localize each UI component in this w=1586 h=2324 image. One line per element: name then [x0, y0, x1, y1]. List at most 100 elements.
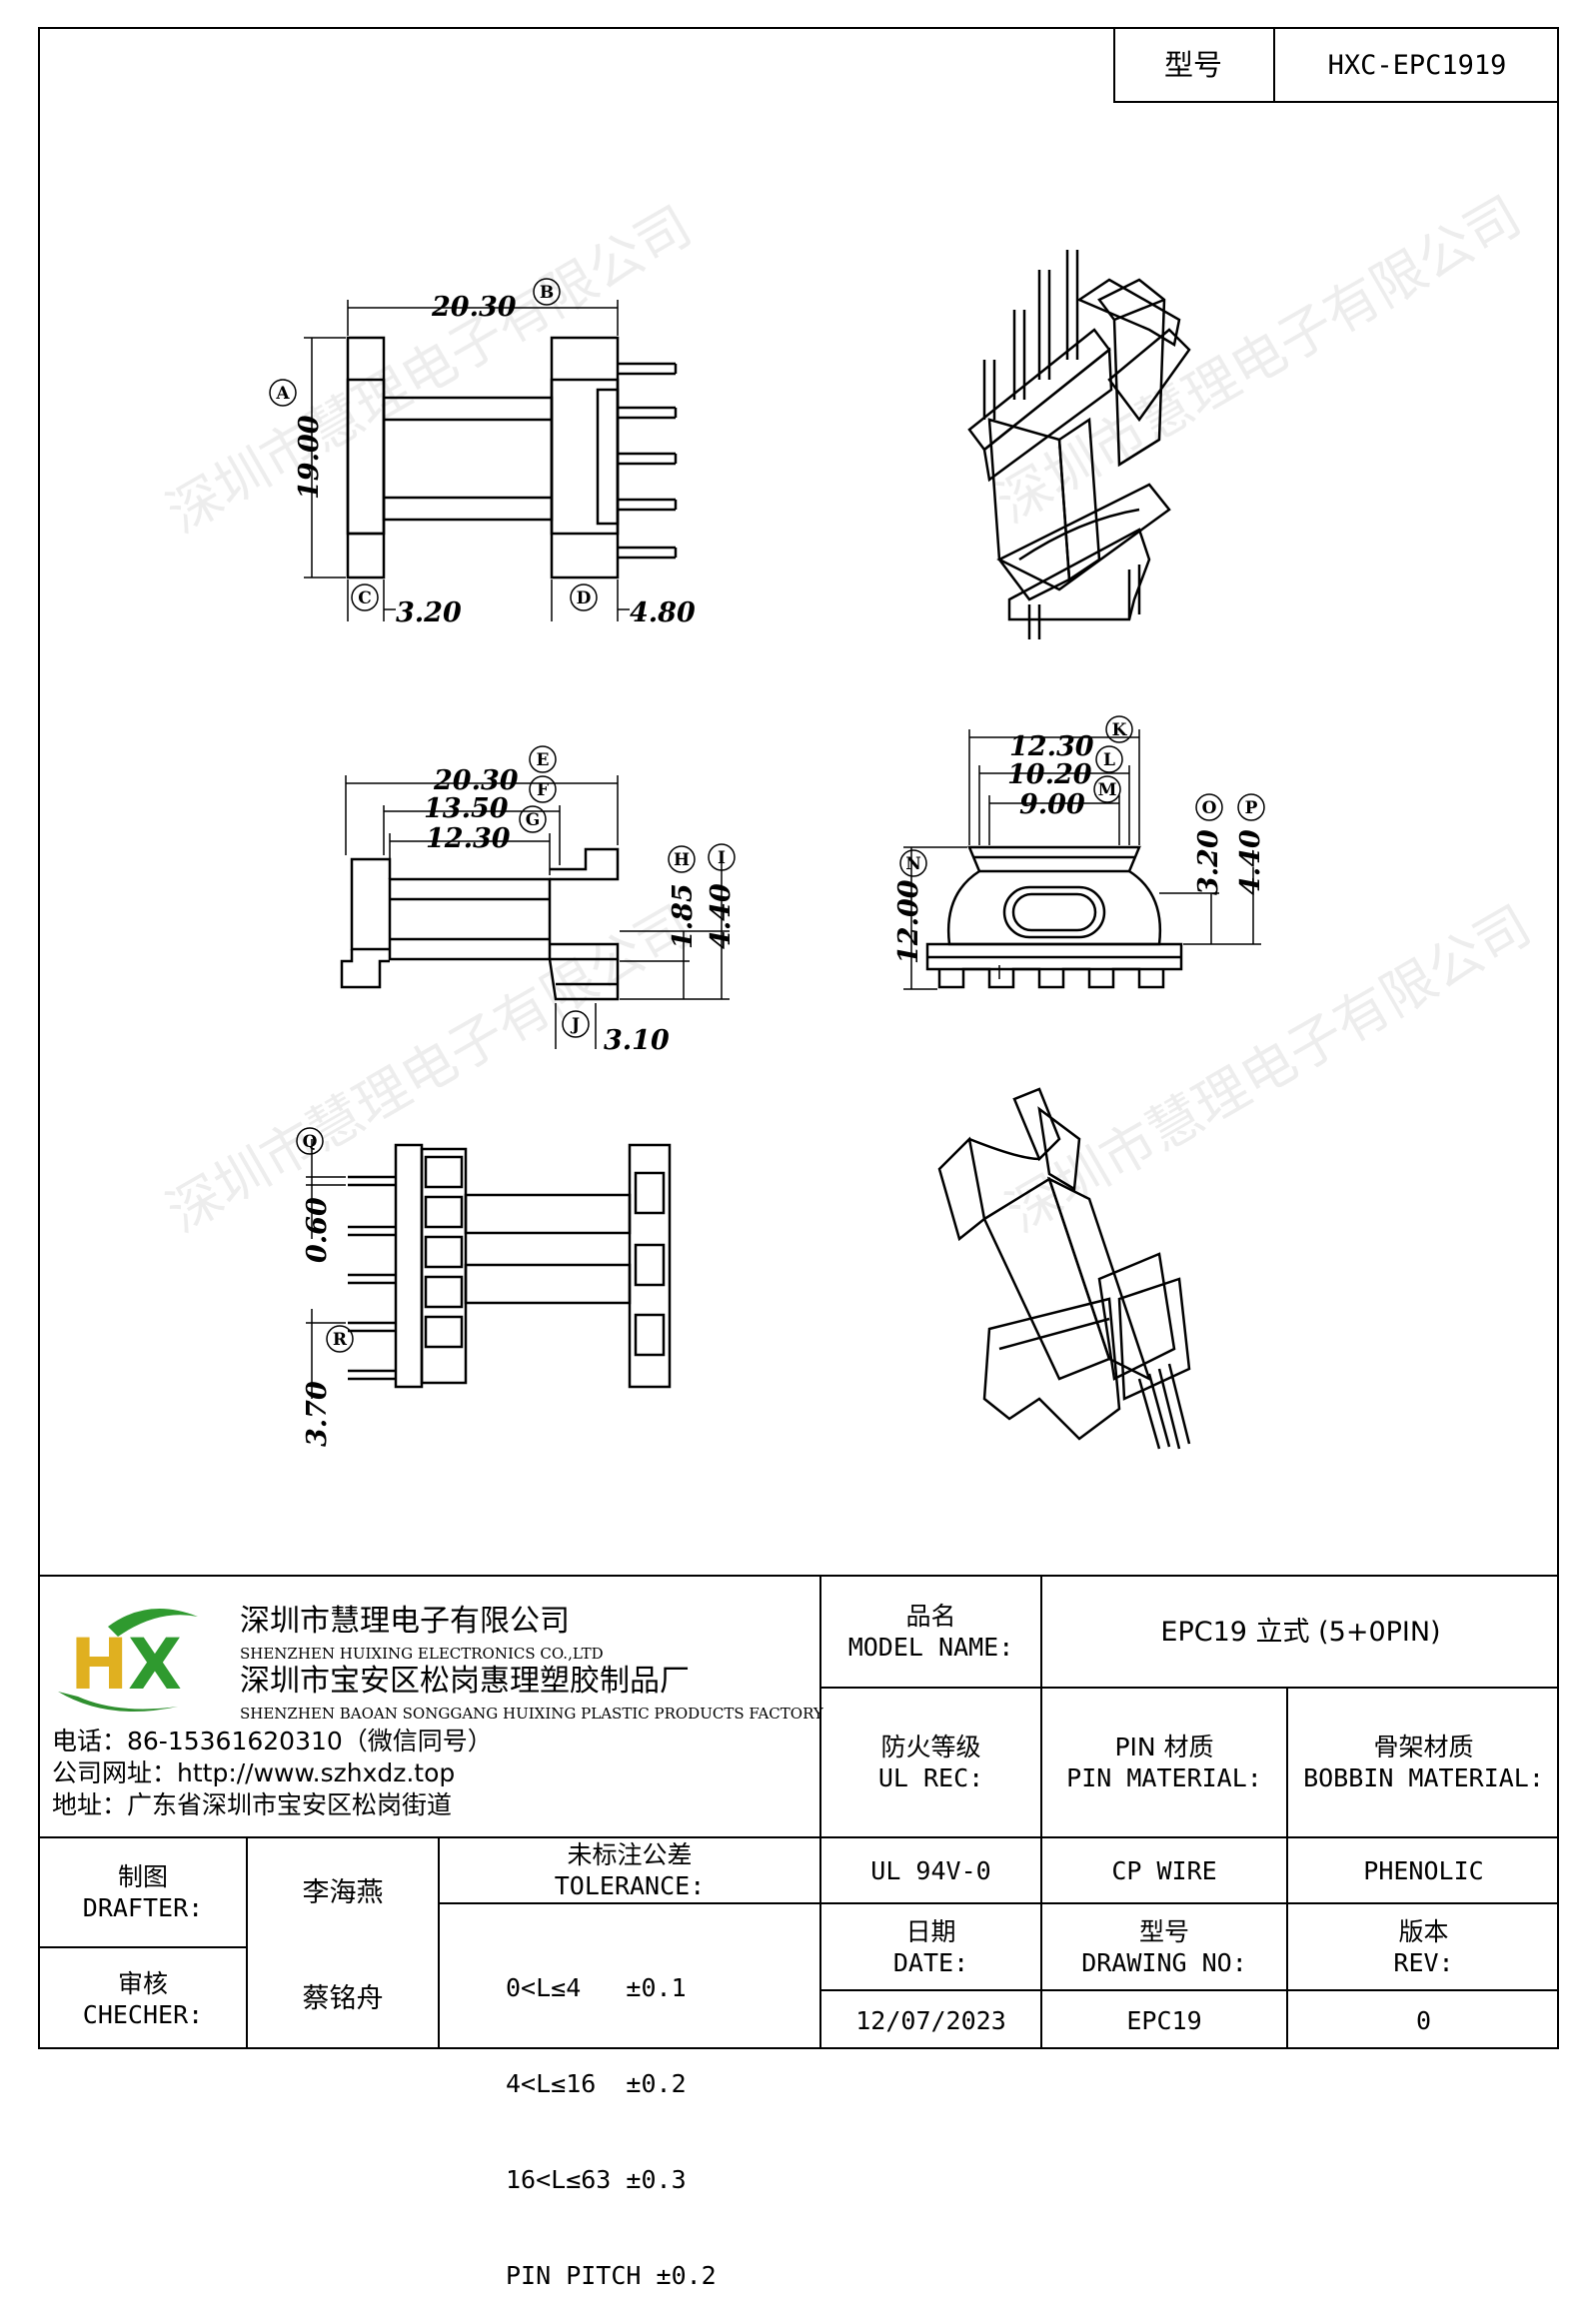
rev-label: 版本 REV:	[1288, 1904, 1559, 1989]
marker-O: O	[1202, 798, 1217, 818]
iso-view-1	[967, 250, 1191, 639]
drafter-cn: 制图	[117, 1862, 168, 1891]
model-name-cn: 品名	[905, 1602, 956, 1631]
checker-name: 蔡铭舟	[302, 1983, 384, 2014]
side-view	[340, 847, 620, 1001]
bottom-view	[348, 1143, 672, 1389]
bobbin-material-label: 骨架材质 BOBBIN MATERIAL:	[1288, 1689, 1559, 1836]
ul-rec-cn: 防火等级	[880, 1733, 981, 1761]
drawing-no-value: EPC19	[1126, 2005, 1202, 2035]
rev-en: REV:	[1393, 1947, 1454, 1977]
factory-name-en: SHENZHEN BAOAN SONGGANG HUIXING PLASTIC …	[240, 1705, 823, 1723]
model-name-en: MODEL NAME:	[847, 1633, 1014, 1662]
factory-name-cn: 深圳市宝安区松岗惠理塑胶制品厂	[240, 1664, 690, 1699]
dim-height: 19.00	[294, 415, 325, 500]
marker-C: C	[358, 588, 372, 608]
tolerance-list: 0<L≤4 ±0.1 4<L≤16 ±0.2 16<L≤63 ±0.3 PIN …	[506, 1908, 717, 2324]
model-name-value: EPC19 立式 (5+0PIN)	[1160, 1616, 1441, 1648]
logo-letter-h: H	[70, 1624, 129, 1706]
drawing-no-label: 型号 DRAWING NO:	[1042, 1904, 1286, 1989]
header-model-label: 型号	[1163, 47, 1222, 82]
date-en: DATE:	[892, 1947, 969, 1977]
marker-G: G	[526, 810, 541, 830]
dim-Q: 0.60	[302, 1197, 333, 1263]
drawing-no-en: DRAWING NO:	[1081, 1947, 1247, 1977]
dim-O: 3.20	[1193, 829, 1224, 895]
drawing-no-cn: 型号	[1138, 1916, 1189, 1946]
ul-rec-label: 防火等级 UL REC:	[821, 1689, 1040, 1836]
dim-R: 3.70	[302, 1381, 333, 1447]
dim-H: 1.85	[668, 883, 699, 949]
date-label: 日期 DATE:	[821, 1904, 1040, 1989]
date-cn: 日期	[905, 1916, 956, 1946]
marker-B: B	[540, 283, 554, 303]
tolerance-row: PIN PITCH ±0.2	[506, 2261, 717, 2290]
dim-M: 9.00	[1019, 789, 1085, 820]
tolerance-row: 0<L≤4 ±0.1	[506, 1973, 687, 2002]
marker-M: M	[1098, 780, 1117, 800]
pin-material-label: PIN 材质 PIN MATERIAL:	[1042, 1689, 1286, 1836]
bobbin-material-en: BOBBIN MATERIAL:	[1303, 1763, 1544, 1792]
technical-drawing: 20.30 19.00 3.20 4.80 B A C D	[269, 250, 1266, 1450]
company-logo: H X	[58, 1609, 198, 1712]
drafter-name: 李海燕	[302, 1876, 384, 1908]
bobbin-material-value: PHENOLIC	[1363, 1855, 1484, 1885]
dim-I: 4.40	[706, 883, 737, 949]
dim-N: 12.00	[893, 879, 924, 964]
marker-E: E	[537, 750, 550, 770]
marker-K: K	[1112, 720, 1128, 740]
dim-D: 4.80	[630, 597, 696, 628]
ul-rec-en: UL REC:	[877, 1763, 984, 1792]
tolerance-en: TOLERANCE:	[554, 1871, 706, 1900]
company-name-cn: 深圳市慧理电子有限公司	[240, 1604, 570, 1639]
pin-material-value: CP WIRE	[1111, 1855, 1217, 1885]
checker-label: 审核 CHECHER:	[40, 1948, 246, 2049]
company-name-en: SHENZHEN HUIXING ELECTRONICS CO.,LTD	[240, 1645, 604, 1663]
marker-L: L	[1103, 750, 1115, 770]
bobbin-material-cn: 骨架材质	[1373, 1733, 1474, 1761]
dim-L: 10.20	[1007, 759, 1092, 790]
checker-en: CHECHER:	[82, 1999, 204, 2029]
logo-letter-x: X	[128, 1624, 182, 1706]
dim-E: 20.30	[433, 765, 519, 796]
dim-J: 3.10	[604, 1025, 670, 1056]
drawing-frame	[38, 27, 1559, 2049]
dim-P: 4.40	[1235, 829, 1266, 895]
dim-G: 12.30	[426, 823, 511, 854]
marker-F: F	[537, 780, 549, 800]
company-website: 公司网址：http://www.szhxdz.top	[52, 1758, 456, 1787]
ul-rec-value: UL 94V-0	[870, 1855, 991, 1885]
pin-material-en: PIN MATERIAL:	[1066, 1763, 1262, 1792]
dim-C: 3.20	[396, 597, 462, 628]
company-phone: 电话：86-15361620310（微信同号）	[52, 1727, 493, 1755]
rev-value: 0	[1415, 2005, 1432, 2035]
tolerance-row: 16<L≤63 ±0.3	[506, 2165, 687, 2194]
drafter-en: DRAFTER:	[82, 1893, 204, 1922]
header-model-box	[1113, 27, 1559, 103]
checker-cn: 审核	[117, 1968, 168, 1998]
marker-I: I	[718, 848, 726, 868]
marker-N: N	[905, 854, 921, 874]
drafter-label: 制图 DRAFTER:	[40, 1838, 246, 1946]
marker-A: A	[275, 384, 290, 404]
iso-view-2	[937, 1087, 1191, 1450]
company-address: 地址：广东省深圳市宝安区松岗街道	[52, 1790, 453, 1819]
tolerance-label: 未标注公差 TOLERANCE:	[440, 1838, 819, 1902]
marker-D: D	[577, 588, 592, 608]
dim-K: 12.30	[1009, 731, 1094, 762]
model-name-label: 品名 MODEL NAME:	[821, 1577, 1040, 1687]
tolerance-cn: 未标注公差	[567, 1840, 693, 1869]
dim-A-width: 20.30	[431, 292, 517, 323]
date-value: 12/07/2023	[855, 2005, 1006, 2035]
marker-P: P	[1245, 798, 1258, 818]
header-model-value: HXC-EPC1919	[1327, 49, 1507, 81]
top-view	[346, 336, 678, 580]
pin-material-cn: PIN 材质	[1114, 1733, 1214, 1761]
marker-Q: Q	[303, 1132, 318, 1152]
rev-cn: 版本	[1398, 1916, 1449, 1946]
end-view	[925, 845, 1183, 989]
marker-H: H	[674, 850, 690, 870]
marker-J: J	[570, 1015, 580, 1035]
marker-R: R	[333, 1330, 348, 1350]
tolerance-row: 4<L≤16 ±0.2	[506, 2069, 687, 2098]
